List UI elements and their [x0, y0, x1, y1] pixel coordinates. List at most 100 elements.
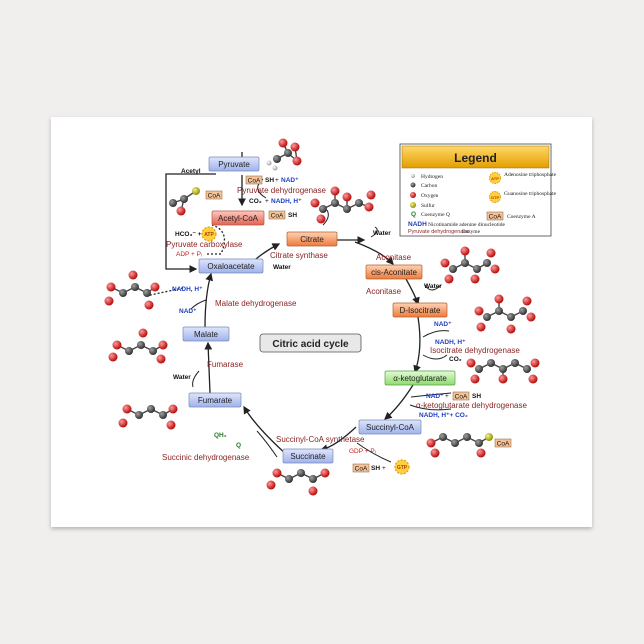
carbon-icon: [410, 182, 416, 188]
svg-text:NADH, H⁺: NADH, H⁺: [172, 286, 203, 293]
coenzyme-a-icon: [486, 211, 504, 221]
coa-badge-succinate: CoA: [352, 463, 370, 473]
hydrogen-icon: [411, 174, 415, 178]
svg-text:Pyruvate dehydrogenase: Pyruvate dehydrogenase: [408, 229, 469, 235]
molecule-citrate: [310, 186, 376, 224]
svg-text:ADP + Pᵢ: ADP + Pᵢ: [176, 251, 202, 258]
metabolite-malate[interactable]: Malate: [182, 326, 230, 342]
svg-text:CoA: CoA: [489, 214, 502, 221]
svg-text:Oxaloacetate: Oxaloacetate: [207, 262, 255, 271]
gtp-icon: GTP: [394, 459, 410, 475]
coa-badge-acetyl: CoA: [205, 190, 223, 200]
svg-text:CO₂: CO₂: [249, 198, 262, 205]
molecule-cis-aconitate: [440, 246, 500, 284]
svg-text:Enzyme: Enzyme: [462, 229, 481, 235]
coa-badge-succinyl: CoA: [452, 391, 470, 401]
svg-text:Carbon: Carbon: [421, 183, 437, 189]
metabolite-acetyl-coa[interactable]: Acetyl-CoA: [211, 210, 265, 226]
molecule-acetyl: [169, 187, 200, 216]
svg-text:+: +: [445, 393, 449, 400]
svg-text:Hydrogen: Hydrogen: [421, 174, 443, 180]
svg-text:Coenzyme A: Coenzyme A: [507, 214, 536, 220]
svg-text:Citrate: Citrate: [300, 235, 324, 244]
coa-badge-pyruvate: CoA: [245, 175, 263, 185]
enzyme-aconitase-1: Aconitase: [376, 253, 412, 262]
svg-text:SH: SH: [265, 177, 274, 184]
svg-text:NAD⁺: NAD⁺: [281, 177, 299, 184]
metabolite-cis-aconitate[interactable]: cis-Aconitate: [365, 264, 423, 280]
svg-text:CO₂: CO₂: [449, 356, 462, 363]
molecule-succinate: [266, 468, 330, 496]
metabolite-d-isocitrate[interactable]: D-Isocitrate: [392, 302, 448, 318]
svg-text:+: +: [275, 177, 279, 184]
sulfur-icon: [410, 202, 416, 208]
svg-text:cis-Aconitate: cis-Aconitate: [371, 268, 417, 277]
cycle-title: Citric acid cycle: [259, 333, 362, 353]
enzyme-succinic-dehydrogenase: Succinic dehydrogenase: [162, 453, 250, 462]
enzyme-citrate-synthase: Citrate synthase: [270, 251, 328, 260]
metabolite-a-ketoglutarate[interactable]: α-ketoglutarate: [384, 370, 456, 386]
enzyme-succinyl-coa-synthetase: Succinyl-CoA synthetase: [276, 435, 365, 444]
svg-text:D-Isocitrate: D-Isocitrate: [400, 306, 441, 315]
svg-text:Oxygen: Oxygen: [421, 193, 439, 199]
svg-text:Water: Water: [373, 230, 391, 237]
metabolite-fumarate[interactable]: Fumarate: [188, 392, 242, 408]
svg-text:NAD⁺: NAD⁺: [426, 393, 444, 400]
svg-text:CoA: CoA: [208, 193, 221, 200]
enzyme-a-ketoglutarate-dehydrogenase: α-ketoglutarate dehydrogenase: [416, 401, 527, 410]
enzyme-aconitase-2: Aconitase: [366, 287, 402, 296]
gtp-legend-icon: GTP: [489, 191, 501, 203]
svg-text:Sulfur: Sulfur: [421, 202, 435, 209]
svg-text:ATP: ATP: [204, 232, 214, 238]
svg-text:Pyruvate: Pyruvate: [218, 160, 250, 169]
svg-text:Succinate: Succinate: [290, 452, 326, 461]
svg-text:Nicotinamide adenine dinucleot: Nicotinamide adenine dinucleotide: [428, 222, 506, 228]
citric-acid-cycle-diagram: Pyruvate Acetyl-CoA Citrate cis-Aconitat…: [104, 138, 557, 496]
metabolite-succinate[interactable]: Succinate: [282, 448, 334, 464]
svg-text:Acetyl: Acetyl: [181, 168, 201, 175]
svg-text:NADH, H⁺: NADH, H⁺: [435, 339, 466, 346]
svg-text:CoA: CoA: [455, 394, 468, 401]
svg-text:ATP: ATP: [491, 176, 499, 181]
cycle-arrows: [145, 152, 421, 456]
molecule-fumarate: [118, 404, 178, 430]
svg-text:Water: Water: [273, 264, 291, 271]
svg-text:GTP: GTP: [397, 465, 408, 471]
molecule-a-ketoglutarate: [466, 358, 540, 384]
svg-text:SH: SH: [472, 393, 481, 400]
svg-text:QH₂: QH₂: [214, 432, 227, 439]
atp-icon: ATP: [201, 226, 217, 242]
svg-text:Fumarate: Fumarate: [198, 396, 233, 405]
svg-text:CoA: CoA: [271, 213, 284, 220]
enzyme-pyruvate-carboxylase: Pyruvate carboxylase: [166, 240, 243, 249]
legend: Legend Hydrogen Carbon Oxygen Sulfur Q C…: [399, 143, 557, 237]
legend-heading: Legend: [454, 151, 497, 165]
metabolite-pyruvate[interactable]: Pyruvate: [208, 156, 260, 172]
svg-text:NADH, H⁺: NADH, H⁺: [271, 198, 302, 205]
svg-text:GDP + Pᵢ: GDP + Pᵢ: [349, 448, 376, 455]
metabolite-oxaloacetate[interactable]: Oxaloacetate: [198, 258, 264, 274]
molecule-malate: [108, 328, 168, 364]
svg-text:GTP: GTP: [491, 195, 500, 200]
svg-text:Water: Water: [424, 283, 442, 290]
svg-text:Acetyl-CoA: Acetyl-CoA: [218, 214, 259, 223]
svg-text:Q: Q: [236, 442, 241, 449]
svg-text:NAD⁺: NAD⁺: [179, 308, 197, 315]
svg-text:α-ketoglutarate: α-ketoglutarate: [393, 374, 447, 383]
metabolite-citrate[interactable]: Citrate: [286, 231, 338, 247]
svg-text:SH: SH: [371, 465, 380, 472]
svg-text:Malate: Malate: [194, 330, 219, 339]
svg-text:Citric acid cycle: Citric acid cycle: [272, 339, 349, 350]
metabolite-succinyl-coa[interactable]: Succinyl-CoA: [358, 419, 422, 435]
cofactors: Acetyl CoA CoA SH + NAD⁺ CO₂ + NADH, H⁺ …: [172, 168, 481, 475]
svg-text:Coenzyme Q: Coenzyme Q: [421, 212, 450, 218]
svg-text:SH: SH: [288, 212, 297, 219]
oxygen-icon: [410, 192, 416, 198]
enzyme-isocitrate-dehydrogenase: Isocitrate dehydrogenase: [430, 346, 520, 355]
atp-legend-icon: ATP: [489, 172, 501, 184]
molecule-isocitrate: [474, 294, 536, 334]
enzyme-fumarase: Fumarase: [207, 360, 244, 369]
enzyme-malate-dehydrogenase: Malate dehydrogenase: [215, 299, 297, 308]
molecule-succinyl-coa: CoA: [426, 433, 512, 458]
svg-text:+: +: [382, 465, 386, 472]
